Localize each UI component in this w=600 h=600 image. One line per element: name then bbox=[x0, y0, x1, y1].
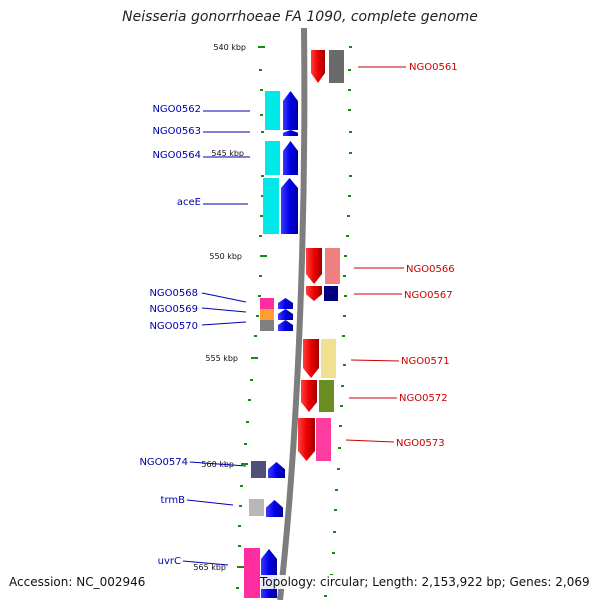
gene-label-ngo0566[interactable]: NGO0566 bbox=[406, 264, 455, 275]
gene-label-ngo0573[interactable]: NGO0573 bbox=[396, 438, 445, 449]
label-leader-ngo0573 bbox=[345, 439, 395, 443]
gene-arrows bbox=[261, 50, 325, 598]
gene-label-ngo0563[interactable]: NGO0563 bbox=[152, 126, 201, 137]
cog-box-ngo0573 bbox=[316, 418, 331, 461]
label-leader-uvrc bbox=[182, 560, 229, 566]
gene-arrow-uvrc[interactable] bbox=[261, 549, 277, 598]
label-leader-ngo0570 bbox=[201, 321, 247, 326]
accession-text: Accession: NC_002946 bbox=[9, 575, 146, 589]
gene-arrow-ngo0571[interactable] bbox=[303, 339, 319, 378]
genome-backbone bbox=[277, 27, 308, 600]
cog-box-ngo0561 bbox=[329, 50, 344, 83]
gene-arrow-trmb[interactable] bbox=[266, 500, 283, 517]
cog-box-ngo0572 bbox=[319, 380, 334, 412]
cog-box-ngo0574 bbox=[251, 461, 266, 478]
cog-box-trmb bbox=[249, 499, 264, 516]
scale-ticks: 540 kbp 545 kbp 550 kbp 555 kbp 560 kbp 565 k… bbox=[193, 43, 352, 597]
gene-label-ngo0572[interactable]: NGO0572 bbox=[399, 393, 448, 404]
gene-arrow-ngo0570[interactable] bbox=[278, 320, 293, 331]
gene-arrow-ngo0572[interactable] bbox=[301, 380, 317, 412]
tick-label: 550 kbp bbox=[209, 252, 242, 261]
label-leader-ngo0569 bbox=[201, 307, 247, 313]
cog-box-ngo0566 bbox=[325, 248, 340, 284]
gene-arrow-ngo0563[interactable] bbox=[283, 130, 298, 136]
gene-label-ngo0574[interactable]: NGO0574 bbox=[139, 457, 188, 468]
gene-arrow-ngo0566[interactable] bbox=[306, 248, 322, 284]
gene-label-ngo0562[interactable]: NGO0562 bbox=[152, 104, 201, 115]
gene-label-ngo0568[interactable]: NGO0568 bbox=[149, 288, 198, 299]
tick-label: 560 kbp bbox=[201, 460, 234, 469]
map-title: Neisseria gonorrhoeae FA 1090, complete … bbox=[122, 9, 478, 25]
gene-label-ngo0567[interactable]: NGO0567 bbox=[404, 290, 453, 301]
tick-label: 540 kbp bbox=[213, 43, 246, 52]
cog-box-ngo0562 bbox=[265, 91, 280, 130]
gene-arrow-ngo0574[interactable] bbox=[268, 462, 285, 478]
gene-label-trmb[interactable]: trmB bbox=[161, 495, 186, 506]
gene-label-ngo0561[interactable]: NGO0561 bbox=[409, 62, 458, 73]
gene-label-ngo0564[interactable]: NGO0564 bbox=[152, 150, 201, 161]
cog-box-ngo0570 bbox=[260, 320, 274, 331]
cog-box-uvrc bbox=[244, 548, 260, 598]
cog-box-ngo0564 bbox=[265, 141, 280, 175]
gene-arrow-ngo0564[interactable] bbox=[283, 141, 298, 175]
cog-box-ngo0567 bbox=[324, 286, 338, 301]
label-leaders bbox=[182, 66, 406, 566]
gene-arrow-ngo0573[interactable] bbox=[298, 418, 315, 461]
gene-label-acee[interactable]: aceE bbox=[177, 197, 201, 208]
cog-box-acee bbox=[279, 178, 282, 234]
gene-arrow-ngo0569[interactable] bbox=[278, 309, 293, 320]
cog-box-acee bbox=[263, 178, 279, 234]
cog-box-ngo0568 bbox=[260, 298, 274, 309]
label-leader-trmb bbox=[186, 499, 234, 506]
cog-box-ngo0571 bbox=[321, 339, 336, 378]
gene-label-uvrc[interactable]: uvrC bbox=[158, 556, 181, 567]
gene-arrow-acee[interactable] bbox=[281, 178, 298, 234]
tick-label: 545 kbp bbox=[211, 149, 244, 158]
label-leader-ngo0571 bbox=[350, 359, 400, 362]
label-leader-ngo0568 bbox=[201, 292, 247, 303]
topology-text: Topology: circular; Length: 2,153,922 bp… bbox=[260, 575, 590, 589]
gene-label-ngo0571[interactable]: NGO0571 bbox=[401, 356, 450, 367]
gene-arrow-ngo0568[interactable] bbox=[278, 298, 293, 309]
label-leader-ngo0574 bbox=[189, 461, 247, 467]
gene-label-ngo0569[interactable]: NGO0569 bbox=[149, 304, 198, 315]
tick-label: 555 kbp bbox=[205, 354, 238, 363]
tick-label: 565 kbp bbox=[193, 563, 226, 572]
gene-arrow-ngo0562[interactable] bbox=[283, 91, 298, 130]
gene-arrow-ngo0561[interactable] bbox=[311, 50, 325, 83]
gene-label-ngo0570[interactable]: NGO0570 bbox=[149, 321, 198, 332]
cog-box-ngo0569 bbox=[260, 309, 274, 320]
gene-arrow-ngo0567[interactable] bbox=[306, 286, 322, 301]
cog-boxes bbox=[244, 50, 344, 598]
